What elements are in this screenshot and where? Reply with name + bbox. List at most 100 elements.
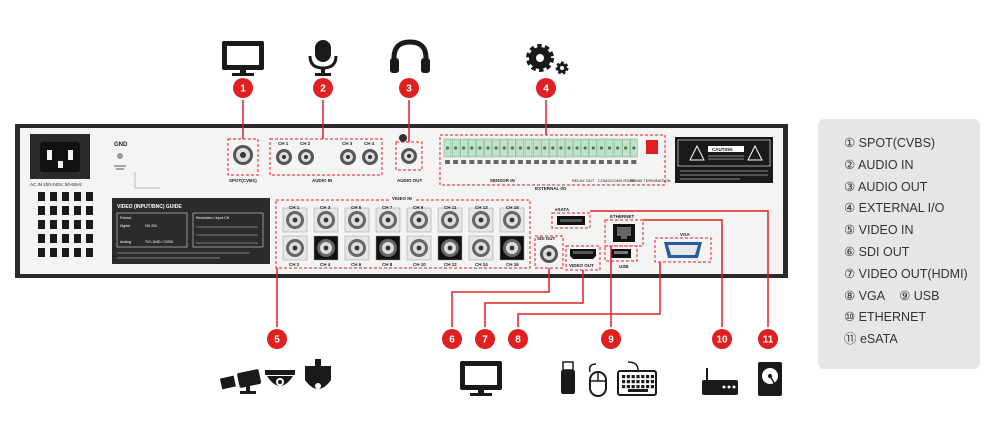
callout-badge: 3 bbox=[399, 78, 419, 98]
callout-number: 2 bbox=[320, 84, 326, 95]
guide-title: VIDEO (INPUT/BNC) GUIDE bbox=[117, 204, 182, 210]
gears-icon bbox=[526, 44, 569, 75]
video-channel-label: CH 13 bbox=[475, 205, 488, 210]
vent-slot bbox=[38, 248, 45, 257]
video-in-bnc[interactable]: CH 6 bbox=[344, 235, 370, 267]
video-channel-label: CH 8 bbox=[382, 262, 393, 267]
callout-circle bbox=[233, 78, 253, 98]
legend-item: ① SPOT(CVBS) bbox=[844, 136, 936, 150]
video-in-bnc[interactable]: CH 9 bbox=[406, 205, 432, 233]
callout-badge: 10 bbox=[712, 329, 732, 349]
audio-channel-label: CH 1 bbox=[278, 141, 289, 146]
guide-format-header: Format bbox=[120, 216, 131, 220]
video-in-bnc[interactable]: CH 3 bbox=[313, 205, 339, 233]
video-in-bnc[interactable]: CH 4 bbox=[313, 235, 339, 267]
vent-slot bbox=[86, 206, 93, 215]
headphones-icon bbox=[390, 39, 430, 73]
hard-disk-icon bbox=[758, 362, 782, 396]
callout-badge: 11 bbox=[758, 329, 778, 349]
callout-number: 4 bbox=[543, 84, 549, 95]
gnd-label: GND bbox=[114, 142, 128, 148]
sdi-out-label: SDI OUT bbox=[537, 236, 556, 241]
usb-port[interactable]: USB bbox=[604, 245, 638, 269]
guide-row-1-format: HD-SDI bbox=[145, 224, 157, 228]
audio-channel-label: CH 3 bbox=[342, 141, 353, 146]
legend-item: ⑤ VIDEO IN bbox=[844, 223, 914, 238]
legend-item: ⑦ VIDEO OUT(HDMI) bbox=[844, 266, 968, 281]
guide-row-2-format: TVI / AHD / CVBS bbox=[145, 240, 174, 244]
microphone-icon bbox=[308, 40, 338, 76]
callout-number: 10 bbox=[716, 335, 728, 346]
video-out-label: VIDEO OUT bbox=[569, 263, 594, 268]
callout-circle bbox=[399, 78, 419, 98]
vent-slot bbox=[62, 206, 69, 215]
legend-item: ⑩ ETHERNET bbox=[844, 310, 927, 325]
spot-cvbs-port[interactable]: SPOT(CVBS) bbox=[227, 138, 259, 183]
callout-badge: 8 bbox=[508, 329, 528, 349]
video-channel-label: CH 6 bbox=[351, 262, 362, 267]
video-in-bnc[interactable]: CH 11 bbox=[437, 205, 463, 233]
gnd-terminal: GND bbox=[114, 142, 160, 189]
audio-in-jack[interactable]: CH 2 bbox=[298, 141, 314, 165]
video-channel-label: CH 5 bbox=[351, 205, 362, 210]
video-in-bnc[interactable]: CH 15 bbox=[499, 205, 525, 233]
vent-slot bbox=[50, 220, 57, 229]
vent-slot bbox=[74, 206, 81, 215]
video-channel-label: CH 11 bbox=[444, 205, 457, 210]
guide-row-1-type: Digital bbox=[120, 224, 130, 228]
audio-in-jack[interactable]: CH 1 bbox=[276, 141, 292, 165]
monitor-icon bbox=[222, 41, 264, 76]
vent-slot bbox=[62, 192, 69, 201]
legend-usb: ⑨ USB bbox=[899, 288, 940, 303]
video-in-bnc[interactable]: CH 16 bbox=[499, 235, 525, 267]
video-in-bnc[interactable]: CH 10 bbox=[406, 235, 432, 267]
power-inlet: AC IN 100-240V, 50-60Hz bbox=[30, 134, 90, 187]
legend-item: ⑥ SDI OUT bbox=[844, 244, 910, 259]
callout-circle bbox=[536, 78, 556, 98]
legend-vga: ⑧ VGA bbox=[844, 288, 886, 303]
audio-in-jack[interactable]: CH 3 bbox=[340, 141, 356, 165]
legend-item: ⑪ eSATA bbox=[844, 332, 898, 347]
ethernet-port[interactable]: ETHERNET bbox=[604, 214, 644, 247]
legend-item: ④ EXTERNAL I/O bbox=[844, 201, 945, 216]
video-in-bnc[interactable]: CH 7 bbox=[375, 205, 401, 233]
video-in-bnc[interactable]: CH 1 bbox=[282, 205, 308, 233]
vga-label: VGA bbox=[680, 232, 691, 237]
callout-circle bbox=[475, 329, 495, 349]
video-in-ports[interactable]: VIDEO IN CH 1CH 2CH 3CH 4CH 5CH 6CH 7CH … bbox=[275, 195, 531, 269]
bullet-camera-icon bbox=[219, 369, 262, 394]
vent-slot bbox=[62, 248, 69, 257]
video-in-bnc[interactable]: CH 2 bbox=[282, 235, 308, 267]
video-channel-label: CH 3 bbox=[320, 205, 331, 210]
video-in-label: VIDEO IN bbox=[392, 196, 412, 201]
power-label: AC IN 100-240V, 50-60Hz bbox=[30, 182, 83, 187]
vent-slot bbox=[74, 248, 81, 257]
esata-port[interactable]: eSATA bbox=[551, 207, 591, 229]
video-in-bnc[interactable]: CH 14 bbox=[468, 235, 494, 267]
callout-badge: 2 bbox=[313, 78, 333, 98]
legend-list: ① SPOT(CVBS) ② AUDIO IN ③ AUDIO OUT ④ EX… bbox=[818, 119, 980, 351]
callout-number: 1 bbox=[240, 84, 246, 95]
vent-slot bbox=[38, 206, 45, 215]
video-in-bnc[interactable]: CH 12 bbox=[437, 235, 463, 267]
vent-slot bbox=[50, 248, 57, 257]
rs485-label: COM2/COM3 RS485 bbox=[598, 178, 636, 183]
external-io-block[interactable]: SENSOR IN RELAY OUT COM2/COM3 RS485 RS48… bbox=[439, 134, 671, 191]
vent-slot bbox=[50, 192, 57, 201]
video-channel-label: CH 15 bbox=[506, 205, 519, 210]
video-in-bnc[interactable]: CH 5 bbox=[344, 205, 370, 233]
vent-slot bbox=[62, 220, 69, 229]
callout-number: 9 bbox=[608, 335, 614, 346]
audio-in-jack[interactable]: CH 4 bbox=[362, 141, 378, 165]
video-in-bnc[interactable]: CH 8 bbox=[375, 235, 401, 267]
legend-item-vga-usb: ⑧ VGA ⑨ USB bbox=[844, 286, 980, 308]
caution-text: CAUTION bbox=[712, 147, 733, 152]
video-channel-label: CH 1 bbox=[289, 205, 300, 210]
audio-out-port[interactable]: AUDIO OUT bbox=[395, 134, 423, 183]
vent-slot bbox=[86, 248, 93, 257]
sdi-out-port[interactable]: SDI OUT bbox=[534, 235, 564, 269]
vga-port[interactable]: VGA bbox=[654, 232, 712, 263]
video-in-bnc[interactable]: CH 13 bbox=[468, 205, 494, 233]
